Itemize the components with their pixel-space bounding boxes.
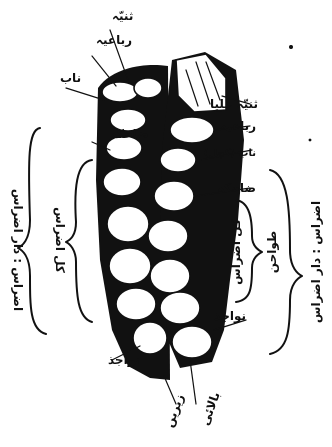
label-upper-incisors: ثنیّہ	[112, 9, 133, 23]
label-premolars-right: ضاحکہ	[217, 181, 256, 195]
tooth	[160, 292, 200, 324]
label-molars-right: کل اضراس	[229, 219, 243, 285]
label-upper-right-2: رباعیہ	[220, 119, 256, 133]
tooth	[107, 206, 149, 242]
label-outer-right: اضراس : دار اضراس	[309, 201, 323, 323]
tooth	[133, 322, 167, 354]
leader-line	[190, 360, 196, 404]
label-upper-right-3: ناب (کچل)	[204, 148, 256, 159]
tooth	[160, 148, 196, 172]
tooth	[154, 181, 194, 211]
ink-dot	[289, 45, 293, 49]
tooth	[109, 248, 151, 284]
label-grinders-right: طواحن	[265, 231, 280, 273]
label-molars-left: کل اضراس	[53, 207, 67, 273]
label-lower-jaw: زیریں	[162, 392, 187, 429]
label-wisdom-left: نواجذ	[108, 353, 140, 368]
label-upper-lateral: رباعیہ	[96, 33, 132, 47]
ink-dot	[309, 139, 312, 142]
label-wisdom-right: نواجذ	[214, 309, 246, 324]
label-upper-jaw: بالائی	[198, 390, 223, 427]
label-upper-right-1: ثنیّہ علیا	[210, 97, 258, 111]
label-premolars-left: ضاحکہ	[110, 127, 149, 141]
tooth	[116, 288, 156, 320]
left-inner-brace	[66, 160, 92, 322]
label-upper-canine: ناب	[60, 71, 81, 85]
tooth	[103, 168, 141, 196]
tooth	[172, 326, 212, 358]
label-outer-left: اضراس : دار اضراس	[11, 189, 25, 311]
tooth	[148, 220, 188, 252]
tooth	[150, 259, 190, 293]
tooth	[102, 82, 138, 102]
tooth	[134, 78, 162, 98]
tooth	[170, 117, 214, 143]
